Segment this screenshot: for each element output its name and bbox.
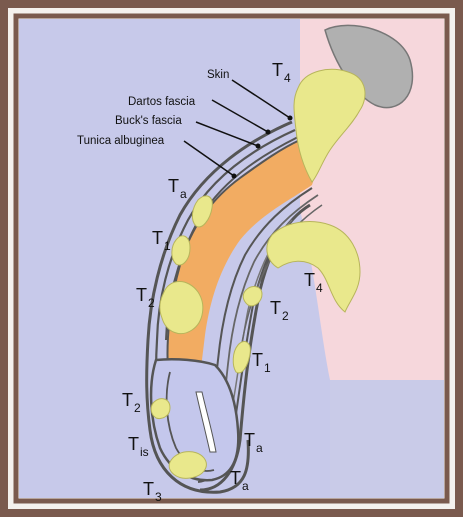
stage-letter: T: [252, 350, 263, 370]
stage-subscript: 2: [134, 401, 141, 415]
stage-letter: T: [136, 285, 147, 305]
tumor-t2-lower: [151, 399, 170, 419]
stage-subscript: a: [180, 187, 187, 201]
stage-subscript: 1: [164, 239, 171, 253]
stage-subscript: 4: [316, 281, 323, 295]
label-skin: Skin: [207, 69, 229, 81]
label-tunica-albuginea: Tunica albuginea: [77, 135, 165, 147]
stage-subscript: 2: [282, 309, 289, 323]
stage-letter: T: [143, 479, 154, 499]
stage-letter: T: [270, 298, 281, 318]
stage-subscript: a: [242, 479, 249, 493]
stage-letter: T: [304, 270, 315, 290]
stage-subscript: 1: [264, 361, 271, 375]
stage-letter: T: [272, 60, 283, 80]
stage-letter: T: [152, 228, 163, 248]
stage-letter: T: [244, 430, 255, 450]
tumor-glans-bottom: [169, 452, 206, 479]
stage-subscript: is: [140, 445, 149, 459]
tunica-dot: [232, 174, 237, 179]
stage-letter: T: [168, 176, 179, 196]
label-dartos-fascia: Dartos fascia: [128, 96, 196, 108]
stage-letter: T: [128, 434, 139, 454]
background-bottom: [330, 380, 444, 498]
stage-subscript: 2: [148, 296, 155, 310]
tumor-t2-upper: [160, 282, 203, 334]
dartos-dot: [266, 130, 271, 135]
stage-subscript: a: [256, 441, 263, 455]
stage-letter: T: [122, 390, 133, 410]
skin-dot: [288, 116, 293, 121]
label-bucks-fascia: Buck's fascia: [115, 115, 182, 127]
stage-subscript: 3: [155, 490, 162, 504]
stage-subscript: 4: [284, 71, 291, 85]
bucks-dot: [256, 144, 261, 149]
stage-letter: T: [230, 468, 241, 488]
